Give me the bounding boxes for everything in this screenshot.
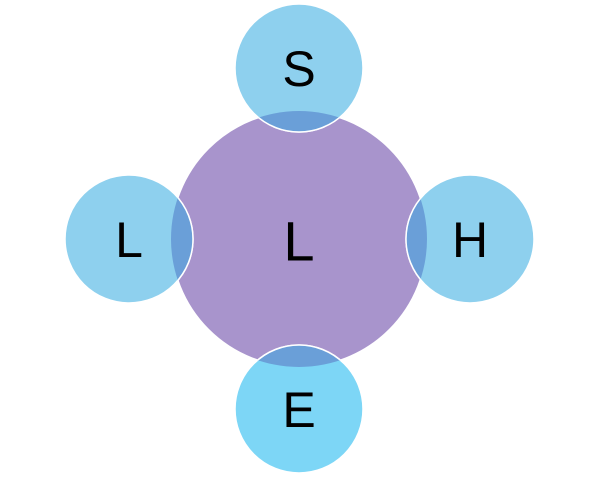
overlap-top bbox=[234, 111, 364, 133]
overlap-right bbox=[405, 174, 427, 304]
overlap-bottom bbox=[234, 344, 364, 367]
overlap-left bbox=[171, 174, 194, 304]
satellite-label-right: H bbox=[452, 212, 488, 268]
satellite-label-top: S bbox=[282, 41, 315, 97]
center-label: L bbox=[283, 210, 314, 273]
satellite-label-bottom: E bbox=[282, 382, 315, 438]
satellite-label-left: L bbox=[115, 212, 143, 268]
